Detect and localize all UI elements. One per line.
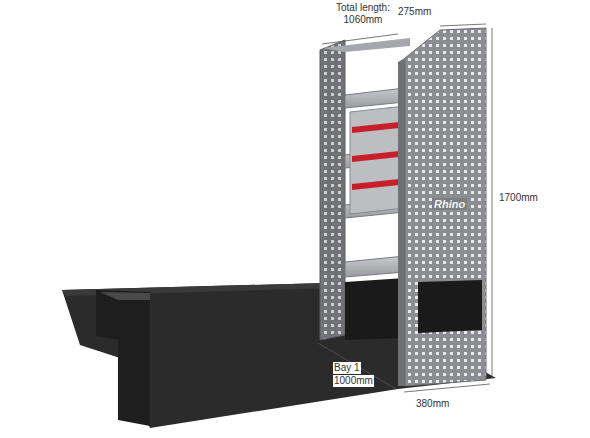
dimension-label: 1000mm: [333, 375, 374, 387]
dimension-label: Total length: 1060mm: [330, 2, 396, 26]
drawer-unit: [350, 106, 405, 214]
back-side-panel: [320, 40, 345, 340]
front-side-panel: [405, 28, 486, 386]
bay-label: Bay 1: [333, 362, 361, 374]
dimension-label: 275mm: [397, 6, 432, 18]
dimension-label: 380mm: [415, 398, 450, 410]
wheel-arch: [96, 290, 150, 426]
dimension-label: 1700mm: [498, 192, 539, 204]
brand-logo: Rhino: [432, 198, 467, 210]
dimension-line: [318, 24, 492, 392]
